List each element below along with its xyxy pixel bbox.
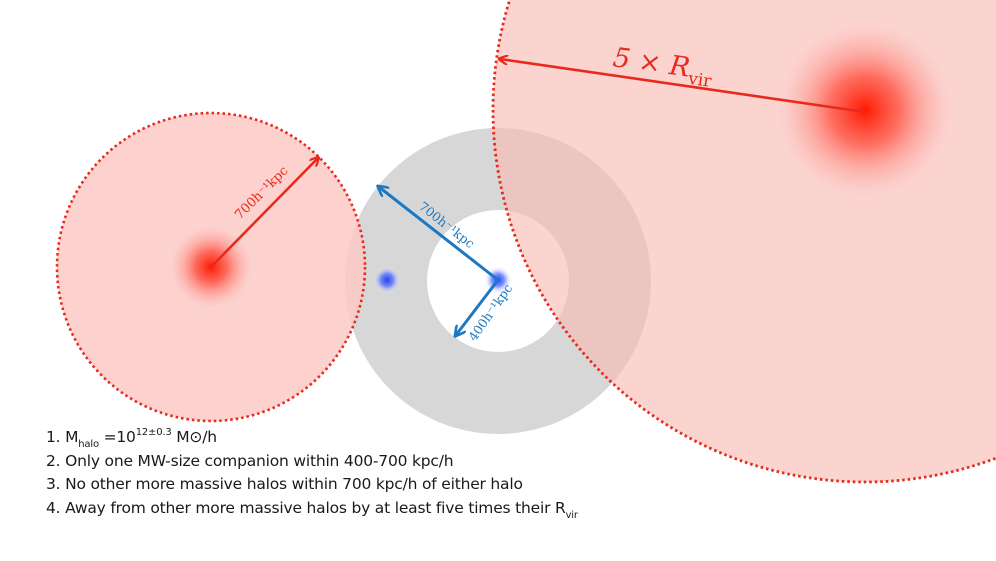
ring-inner-arrow [456, 279, 500, 335]
big-radius-label: 5 × Rvir [610, 42, 715, 92]
criterion-1: 1. Mhalo =1012±0.3 M⊙/h [46, 426, 217, 451]
big-radius-arrow [500, 59, 866, 114]
ring-outer-arrow [379, 187, 499, 282]
left-radius-arrow [210, 158, 318, 268]
companion-blue-halo [373, 266, 401, 294]
criterion-3: 3. No other more massive halos within 70… [46, 475, 523, 493]
criterion-4: 4. Away from other more massive halos by… [46, 498, 578, 521]
criterion-2: 2. Only one MW-size companion within 400… [46, 451, 454, 470]
massive-red-halo [767, 12, 963, 208]
selection-criteria-list: 1. Mhalo =1012±0.3 M⊙/h 2. Only one MW-s… [46, 426, 578, 520]
